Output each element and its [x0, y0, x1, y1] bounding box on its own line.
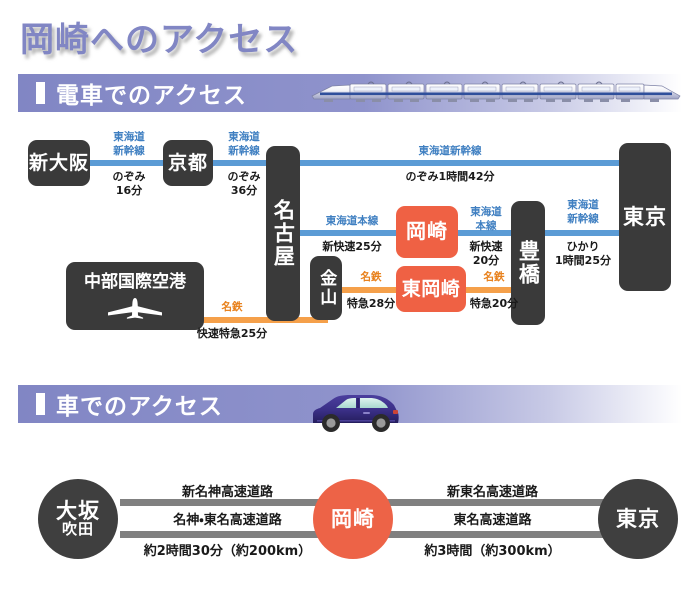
route-label-tokyo-bottom: 約3時間（約300km）	[424, 544, 561, 559]
leg-label-time-nagoya-okazaki: 新快速25分	[322, 240, 382, 253]
leg-label-route-nagoya-tokyo: 東海道新幹線	[418, 145, 482, 157]
node-osaka-suita[interactable]: 大坂 吹田	[38, 479, 118, 559]
section-title-train: 電車でのアクセス	[56, 83, 247, 109]
leg-label-time-airport-kanayama: 快速特急25分	[196, 327, 268, 340]
leg-label-route-higashiokazaki-toyohashi: 名鉄	[483, 271, 505, 283]
route-label-osaka-bottom: 約2時間30分（約200km）	[143, 544, 312, 559]
leg-label-time-nagoya-tokyo: のぞみ1時間42分	[405, 170, 495, 183]
station-tokyo[interactable]: 東京	[619, 143, 671, 291]
station-kyoto[interactable]: 京都	[163, 140, 213, 186]
section-marker-icon-2	[36, 393, 45, 415]
station-chubu-airport[interactable]: 中部国際空港	[66, 262, 204, 330]
station-higashi-okazaki[interactable]: 東岡崎	[396, 266, 466, 312]
leg-label-time-higashiokazaki-toyohashi: 特急20分	[469, 297, 519, 310]
road-bar-osaka-top	[120, 499, 335, 506]
road-bar-osaka-bottom	[120, 531, 335, 538]
node-osaka-label: 大坂	[56, 499, 100, 524]
leg-label-time-shinosaka-kyoto-2: 16分	[115, 184, 143, 197]
node-okazaki-car[interactable]: 岡崎	[313, 479, 393, 559]
section-marker-icon	[36, 82, 45, 104]
leg-label-route-okazaki-toyohashi-1: 東海道	[470, 206, 502, 218]
station-kanayama[interactable]: 金山	[310, 256, 342, 320]
station-chubu-airport-label: 中部国際空港	[84, 272, 186, 293]
line-nozomi-nagoya-tokyo	[282, 160, 619, 166]
leg-label-time-kyoto-nagoya-2: 36分	[230, 184, 258, 197]
shinkansen-illustration	[311, 81, 681, 102]
leg-label-time-okazaki-toyohashi-1: 新快速	[469, 240, 503, 253]
section-title-car: 車でのアクセス	[56, 394, 223, 420]
leg-label-route-kanayama-higashiokazaki: 名鉄	[360, 271, 382, 283]
node-tokyo-car[interactable]: 東京	[598, 479, 678, 559]
route-label-osaka-top: 新名神高速道路	[181, 485, 273, 500]
leg-label-time-kanayama-higashiokazaki: 特急28分	[346, 297, 396, 310]
road-bar-tokyo-top	[380, 499, 605, 506]
leg-label-route-nagoya-okazaki: 東海道本線	[325, 215, 379, 227]
node-suita-label: 吹田	[61, 520, 94, 539]
leg-label-time-toyohashi-tokyo-2: 1時間25分	[555, 254, 611, 267]
leg-label-route-kyoto-nagoya-2: 新幹線	[228, 145, 260, 157]
leg-label-route-toyohashi-tokyo-2: 新幹線	[567, 213, 599, 225]
leg-label-route-shinosaka-kyoto-2: 新幹線	[113, 145, 145, 157]
leg-label-time-toyohashi-tokyo-1: ひかり	[566, 240, 600, 253]
leg-label-route-toyohashi-tokyo-1: 東海道	[567, 199, 599, 211]
route-label-osaka-middle: 名神・東名高速道路	[173, 513, 282, 528]
car-illustration	[313, 395, 399, 432]
station-nagoya[interactable]: 名古屋	[266, 146, 300, 321]
leg-label-route-kyoto-nagoya-1: 東海道	[228, 131, 260, 143]
airplane-icon	[108, 297, 162, 319]
line-meitetsu-airport	[180, 317, 328, 323]
node-okazaki-label: 岡崎	[331, 506, 375, 531]
station-shin-osaka[interactable]: 新大阪	[28, 140, 90, 186]
station-okazaki[interactable]: 岡崎	[396, 206, 458, 258]
leg-label-route-shinosaka-kyoto-1: 東海道	[113, 131, 145, 143]
route-label-tokyo-top: 新東名高速道路	[446, 485, 538, 500]
leg-label-time-kyoto-nagoya-1: のぞみ	[227, 170, 261, 183]
leg-label-route-airport-kanayama: 名鉄	[221, 301, 243, 313]
route-label-tokyo-middle: 東名高速道路	[453, 513, 532, 528]
station-toyohashi[interactable]: 豊橋	[511, 201, 545, 325]
road-bar-tokyo-bottom	[380, 531, 605, 538]
page-title: 岡崎へのアクセス	[18, 18, 299, 62]
leg-label-time-shinosaka-kyoto-1: のぞみ	[112, 170, 146, 183]
leg-label-route-okazaki-toyohashi-2: 本線	[475, 220, 497, 232]
leg-label-time-okazaki-toyohashi-2: 20分	[472, 254, 500, 267]
node-tokyo-label: 東京	[616, 506, 660, 531]
